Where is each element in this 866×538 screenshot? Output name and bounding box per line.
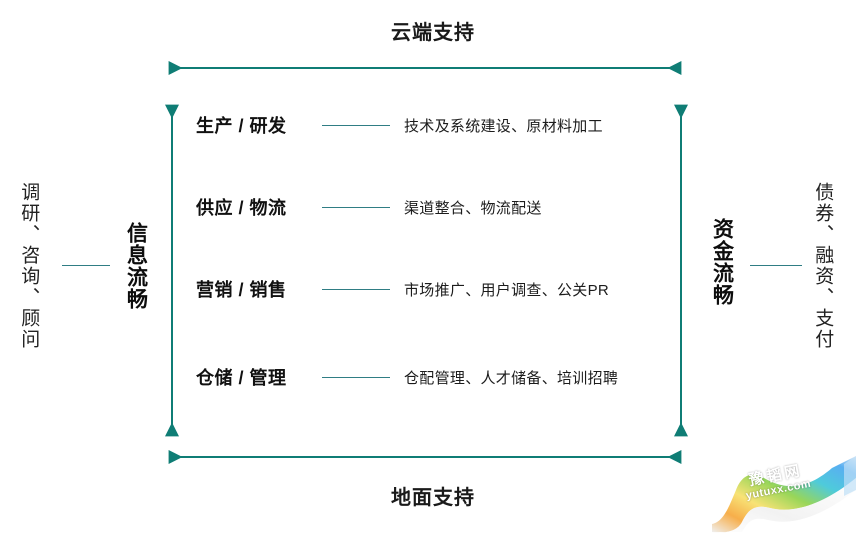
right-connector-line (750, 265, 802, 266)
process-row-description: 市场推广、用户调查、公关PR (404, 281, 610, 299)
process-row-title: 供应 / 物流 (196, 198, 287, 218)
process-row-title: 生产 / 研发 (196, 116, 287, 136)
right-outer-label: 债券、融资、支付 (812, 182, 834, 350)
process-row-title: 营销 / 销售 (196, 280, 287, 300)
process-row: 供应 / 物流 渠道整合、物流配送 (196, 192, 666, 222)
process-row-list: 生产 / 研发 技术及系统建设、原材料加工 供应 / 物流 渠道整合、物流配送 … (196, 96, 666, 416)
process-row-connector (322, 206, 390, 208)
process-row-description: 技术及系统建设、原材料加工 (404, 117, 603, 135)
process-row-connector (322, 124, 390, 126)
bottom-caption: 地面支持 (391, 487, 475, 509)
process-row: 生产 / 研发 技术及系统建设、原材料加工 (196, 110, 666, 140)
process-row-connector (322, 288, 390, 290)
right-inner-label: 资金流畅 (710, 218, 734, 306)
process-row-connector (322, 376, 390, 378)
left-outer-label: 调研、咨询、顾问 (18, 182, 40, 350)
process-row: 营销 / 销售 市场推广、用户调查、公关PR (196, 274, 666, 304)
process-row-title: 仓储 / 管理 (196, 368, 287, 388)
top-caption: 云端支持 (391, 22, 475, 44)
process-row-description: 仓配管理、人才储备、培训招聘 (404, 369, 619, 387)
process-row-description: 渠道整合、物流配送 (404, 199, 542, 217)
left-connector-line (62, 265, 110, 266)
process-row: 仓储 / 管理 仓配管理、人才储备、培训招聘 (196, 362, 666, 392)
left-inner-label: 信息流畅 (124, 222, 148, 310)
